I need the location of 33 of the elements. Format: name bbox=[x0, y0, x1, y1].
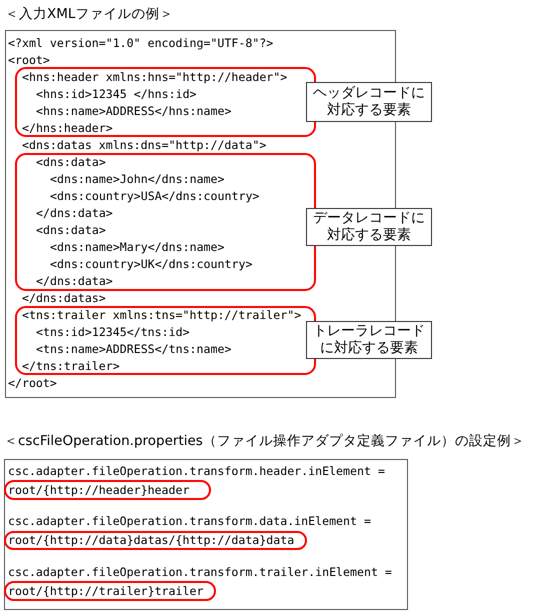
code-line: </hns:header> bbox=[22, 120, 113, 137]
code-line: </dns:data> bbox=[36, 205, 113, 222]
code-line: <dns:data> bbox=[36, 222, 106, 239]
highlighted-value: root/{http://trailer}trailer bbox=[4, 581, 216, 601]
callout-box: データレコードに対応する要素 bbox=[306, 208, 432, 246]
code-line: <tns:name>ADDRESS</tns:name> bbox=[36, 341, 232, 358]
code-line: csc.adapter.fileOperation.transform.data.inElement = bbox=[8, 513, 371, 530]
code-line: <dns:country>UK</dns:country> bbox=[50, 256, 252, 273]
callout-box: トレーラレコードに対応する要素 bbox=[306, 321, 432, 359]
code-line: </tns:trailer> bbox=[22, 358, 120, 375]
code-line: </root> bbox=[8, 375, 57, 392]
code-line: <hns:id>12345 </hns:id> bbox=[36, 86, 197, 103]
code-line: <?xml version="1.0" encoding="UTF-8"?> bbox=[8, 35, 274, 52]
code-line: <dns:datas xmlns:dns="http://data"> bbox=[22, 137, 266, 154]
code-line: <tns:id>12345</tns:id> bbox=[36, 324, 190, 341]
code-line: <root> bbox=[8, 52, 50, 69]
code-line: <hns:header xmlns:hns="http://header"> bbox=[22, 69, 288, 86]
code-line: <dns:country>USA</dns:country> bbox=[50, 188, 260, 205]
callout-box: ヘッダレコードに対応する要素 bbox=[306, 82, 432, 122]
code-box bbox=[4, 459, 408, 610]
code-line: <dns:name>John</dns:name> bbox=[50, 171, 225, 188]
code-line: <hns:name>ADDRESS</hns:name> bbox=[36, 103, 232, 120]
code-line: csc.adapter.fileOperation.transform.trailer.inElement = bbox=[8, 564, 392, 581]
code-line: <dns:data> bbox=[36, 154, 106, 171]
highlighted-value: root/{http://data}datas/{http://data}data bbox=[4, 531, 307, 550]
code-line: <dns:name>Mary</dns:name> bbox=[50, 239, 225, 256]
section-heading: ＜入力XMLファイルの例＞ bbox=[5, 5, 174, 23]
code-line: csc.adapter.fileOperation.transform.header.inElement = bbox=[8, 463, 385, 480]
section-heading: ＜cscFileOperation.properties（ファイル操作アダプタ定義ファイル）の設定例＞ bbox=[4, 432, 525, 450]
code-line: </dns:data> bbox=[36, 273, 113, 290]
code-line: </dns:datas> bbox=[22, 290, 106, 307]
code-line: <tns:trailer xmlns:tns="http://trailer"> bbox=[22, 307, 302, 324]
highlighted-value: root/{http://header}header bbox=[4, 480, 211, 500]
